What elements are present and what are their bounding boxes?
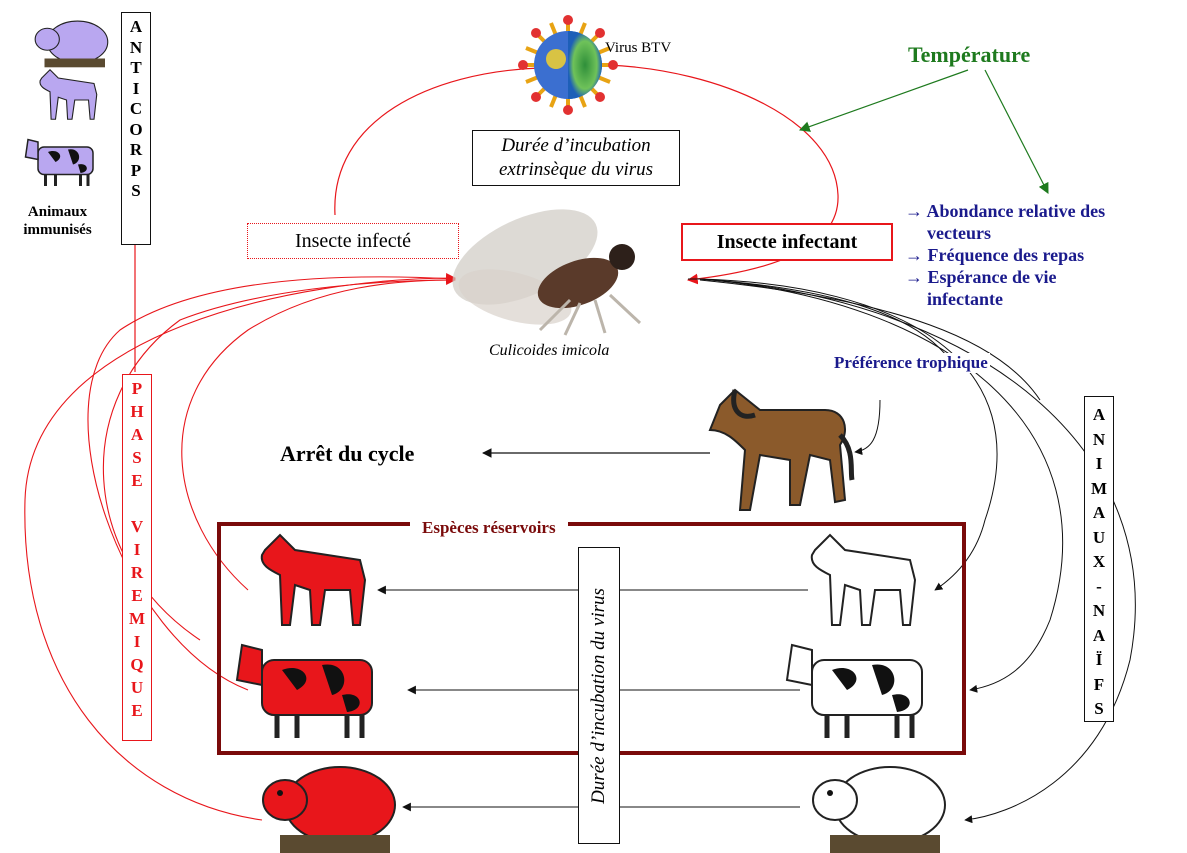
viremic-letter: I bbox=[133, 540, 141, 559]
sheep-icon bbox=[262, 766, 396, 853]
immunized-label: Animaux immunisés bbox=[23, 204, 92, 238]
antibodies-letter: N bbox=[129, 37, 143, 57]
naive-letter: - bbox=[1096, 576, 1102, 596]
naive-curve-6 bbox=[699, 279, 1041, 401]
antibodies-letter: O bbox=[129, 119, 143, 139]
naive-curve-3 bbox=[699, 278, 1064, 693]
incubation-extrinsic-line1: Durée d’incubation bbox=[501, 135, 651, 156]
viremic-letter: A bbox=[130, 425, 144, 444]
midge-icon bbox=[452, 209, 642, 336]
virus-icon bbox=[518, 15, 618, 115]
naive-letter: X bbox=[1092, 552, 1106, 571]
naive-curve-4 bbox=[699, 278, 1136, 824]
antibodies-letter: T bbox=[130, 58, 142, 77]
goat-naive-icon bbox=[810, 533, 917, 626]
antibodies-letter: P bbox=[130, 160, 142, 180]
sheep-immunized-icon bbox=[34, 20, 109, 68]
incubation-virus-label: Durée d’incubation du virus bbox=[588, 587, 609, 804]
naive-letter: F bbox=[1093, 674, 1105, 694]
viremic-letter: S bbox=[132, 448, 142, 467]
trophic-preference-label: Préférence trophique bbox=[832, 353, 990, 373]
antibodies-letter: S bbox=[131, 181, 141, 200]
virus-label: Virus BTV bbox=[605, 40, 672, 56]
naive-letter: A bbox=[1092, 503, 1106, 522]
goat-icon bbox=[260, 533, 367, 626]
viremic-letter: R bbox=[130, 563, 144, 582]
viremic-letter: Q bbox=[130, 655, 144, 674]
viremic-curve-1 bbox=[181, 275, 456, 591]
naive-letter: S bbox=[1094, 699, 1104, 718]
insect-infectant-label: Insecte infectant bbox=[681, 223, 893, 261]
cow-immunized-icon bbox=[24, 138, 94, 186]
horse-icon bbox=[708, 388, 855, 511]
naive-curve-1 bbox=[854, 399, 881, 456]
viremic-letter: H bbox=[130, 402, 144, 421]
viremic-letter: P bbox=[131, 379, 143, 398]
naive-letter: Ï bbox=[1095, 650, 1103, 669]
antibodies-letter: C bbox=[129, 99, 143, 118]
goat-immunized-icon bbox=[39, 68, 98, 120]
naive-letter: N bbox=[1092, 601, 1106, 620]
cycle-oval bbox=[334, 67, 541, 216]
temperature-label: Température bbox=[908, 42, 1031, 67]
viremic-letter: E bbox=[131, 701, 143, 720]
temperature-arrow-2 bbox=[984, 69, 1049, 194]
cow-naive-icon bbox=[785, 643, 923, 738]
antibodies-letter: R bbox=[129, 140, 143, 159]
incubation-virus-box: Durée d’incubation du virus bbox=[578, 547, 620, 844]
viremic-letter: V bbox=[130, 517, 144, 536]
incubation-extrinsic-box: Durée d’incubation extrinsèque du virus bbox=[472, 130, 680, 186]
arrow-right-icon: → bbox=[905, 245, 923, 265]
naive-letter: I bbox=[1095, 454, 1103, 473]
cycle-stop-label: Arrêt du cycle bbox=[280, 441, 415, 466]
antibodies-letter: A bbox=[129, 17, 143, 36]
reservoir-title: Espèces réservoirs bbox=[410, 518, 568, 538]
viremic-letter: M bbox=[128, 609, 146, 628]
temperature-arrow-1 bbox=[798, 69, 969, 132]
viremic-letter: U bbox=[130, 678, 144, 697]
viremic-letter: I bbox=[133, 632, 141, 651]
cow-icon bbox=[235, 643, 373, 738]
naive-letter: A bbox=[1092, 625, 1106, 645]
naive-letter: M bbox=[1090, 478, 1108, 498]
viremic-letter: E bbox=[131, 586, 143, 605]
viremic-letter bbox=[135, 492, 139, 515]
incubation-extrinsic-line2: extrinsèque du virus bbox=[498, 159, 654, 180]
naive-curve-5 bbox=[699, 278, 951, 361]
arrow-right-icon: → bbox=[905, 201, 923, 221]
naive-letter: A bbox=[1092, 405, 1106, 424]
naive-letter: U bbox=[1092, 527, 1106, 547]
cycle-oval-right bbox=[607, 64, 839, 285]
viremic-letter: E bbox=[131, 471, 143, 490]
arrow-right-icon: → bbox=[905, 267, 923, 287]
antibodies-letter: I bbox=[132, 78, 140, 98]
naive-letter: N bbox=[1092, 429, 1106, 449]
viremic-curve-3 bbox=[24, 273, 456, 821]
insect-infected-label: Insecte infecté bbox=[247, 223, 459, 259]
effect-item: → Fréquence des repas bbox=[905, 245, 1085, 265]
sheep-naive-icon bbox=[812, 766, 946, 853]
vector-name: Culicoides imicola bbox=[489, 342, 610, 359]
